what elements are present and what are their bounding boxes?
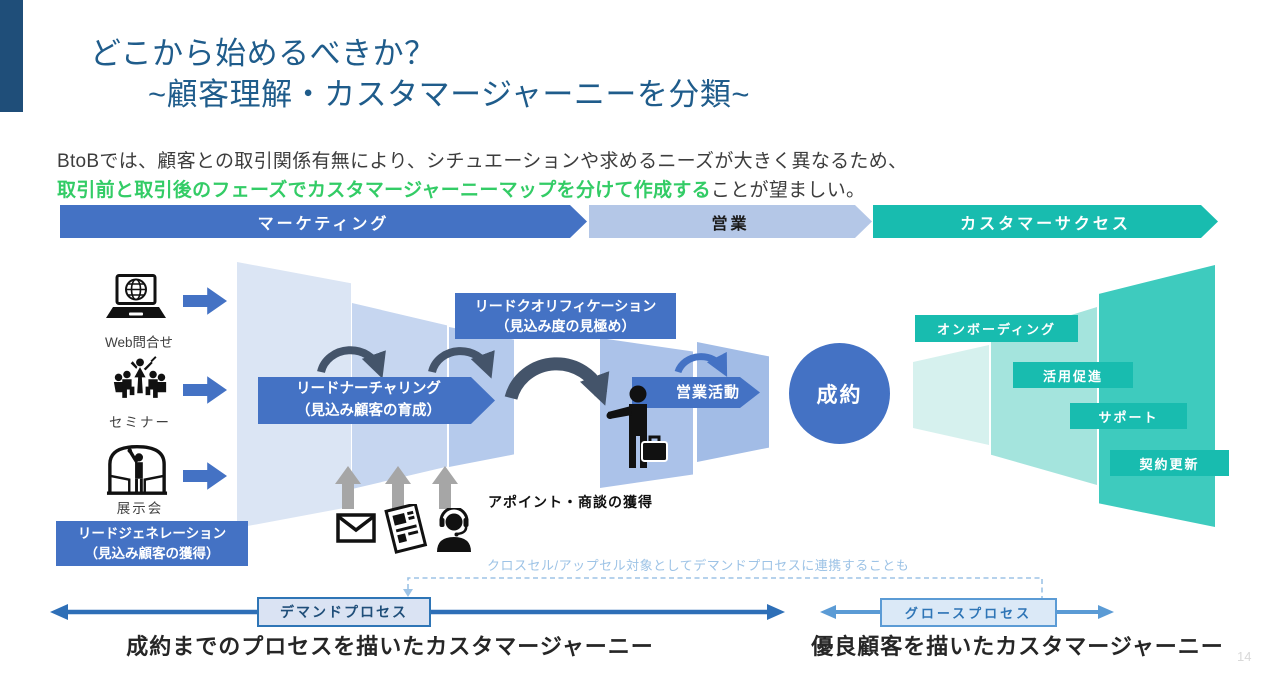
flyer-icon [384, 504, 428, 554]
growth-process-box: グロースプロセス [880, 598, 1057, 627]
title-line-2: ~顧客理解・カスタマージャーニーを分類~ [148, 77, 751, 113]
cross-sell-note: クロスセル/アップセル対象としてデマンドプロセスに連携することも [487, 558, 910, 573]
source-label-exhibition: 展示会 [116, 501, 164, 516]
lead-qualification-box: リードクオリフィケーション （見込み度の見極め） [455, 293, 676, 339]
growth-funnel-band-1 [913, 345, 989, 445]
appointment-note: アポイント・商談の獲得 [488, 494, 653, 510]
businessman-icon [606, 385, 668, 468]
intro-text: BtoBでは、顧客との取引関係有無により、シチュエーションや求めるニーズが大きく… [57, 148, 907, 206]
sales-activity-label: 営業活動 [675, 383, 740, 401]
lead-nurturing-line2: （見込み顧客の育成） [296, 402, 441, 419]
lead-generation-line2: （見込み顧客の獲得） [84, 545, 220, 561]
growth-stage-support: サポート [1070, 403, 1187, 429]
source-label-seminar: セミナー [109, 415, 171, 430]
cross-sell-dashed-connector [403, 577, 1043, 598]
sales-activity-arrow: 営業活動 [632, 377, 760, 408]
phase-arrow-customer-success: カスタマーサクセス [873, 205, 1218, 238]
laptop-globe-icon [106, 274, 166, 318]
growth-stage-onboarding: オンボーディング [915, 315, 1078, 342]
phase-marketing-label: マーケティング [257, 215, 390, 233]
title-line-1: どこから始めるべきか？ [90, 35, 436, 71]
page-number: 14 [1237, 649, 1252, 664]
flow-arrow-exhibition [183, 462, 227, 490]
accent-bar [0, 0, 23, 112]
lead-qualification-line2: （見込み度の見極め） [495, 318, 636, 334]
intro-line-2-rest: ことが望ましい。 [710, 179, 866, 201]
phase-customer-success-label: カスタマーサクセス [960, 215, 1131, 233]
flow-arrow-web [183, 287, 227, 315]
phase-sales-label: 営業 [711, 215, 750, 233]
operator-headset-icon [437, 508, 471, 552]
phase-arrow-sales: 営業 [589, 205, 872, 238]
source-label-web: Web問合せ [104, 335, 173, 350]
contract-label: 成約 [816, 383, 863, 407]
growth-funnel-band-3 [1099, 265, 1215, 527]
lead-generation-box: リードジェネレーション （見込み顧客の獲得） [56, 521, 248, 566]
seminar-icon [113, 356, 167, 398]
mail-icon [336, 513, 376, 543]
flow-arrow-seminar [183, 376, 227, 404]
intro-highlight: 取引前と取引後のフェーズでカスタマージャーニーマップを分けて作成する [57, 179, 711, 201]
demand-journey-caption: 成約までのプロセスを描いたカスタマージャーニー [126, 634, 654, 659]
curved-arrow-qualification-jump [504, 357, 610, 406]
growth-journey-caption: 優良顧客を描いたカスタマージャーニー [811, 634, 1224, 659]
page-title: どこから始めるべきか？ ~顧客理解・カスタマージャーニーを分類~ [90, 33, 750, 116]
lead-nurturing-arrow: リードナーチャリング （見込み顧客の育成） [258, 377, 495, 424]
lead-generation-line1: リードジェネレーション [77, 525, 227, 541]
exhibition-icon [106, 445, 168, 495]
intro-line-1: BtoBでは、顧客との取引関係有無により、シチュエーションや求めるニーズが大きく… [57, 151, 908, 172]
phase-arrow-marketing: マーケティング [60, 205, 587, 238]
growth-stage-renewal: 契約更新 [1110, 450, 1229, 476]
contract-circle: 成約 [789, 343, 890, 444]
growth-stage-adoption: 活用促進 [1013, 362, 1133, 388]
demand-process-box: デマンドプロセス [257, 597, 431, 627]
lead-nurturing-line1: リードナーチャリング [296, 381, 441, 398]
lead-qualification-line1: リードクオリフィケーション [474, 297, 657, 314]
